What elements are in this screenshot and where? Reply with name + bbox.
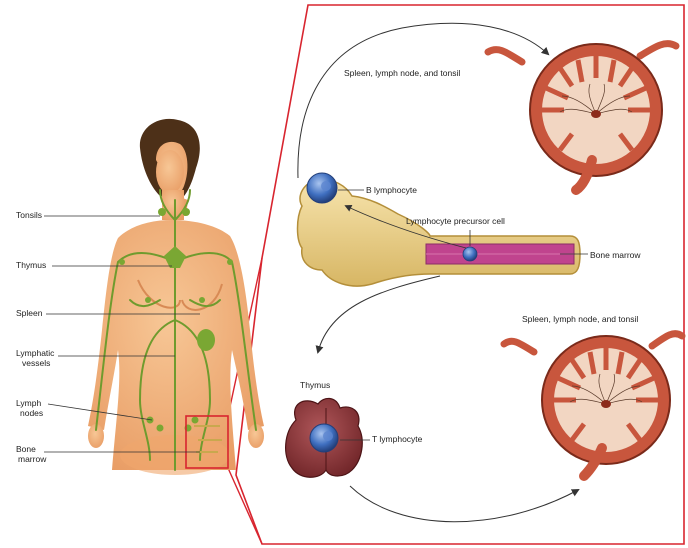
zoom-connector-bottom: [228, 468, 262, 544]
label-lymphatic-line1: Lymphatic: [16, 348, 55, 358]
label-thymus: Thymus: [16, 260, 46, 270]
label-b-lymphocyte: B lymphocyte: [366, 185, 417, 195]
arrow-to-spleen-top: [298, 23, 548, 178]
label-thymus-panel: Thymus: [300, 380, 330, 390]
label-spleen: Spleen: [16, 308, 43, 318]
label-bone-marrow-body: Bone marrow: [16, 444, 47, 464]
label-tonsils: Tonsils: [16, 210, 42, 220]
label-bone-marrow-line2: marrow: [18, 454, 47, 464]
femur-bone: [298, 180, 581, 286]
spleen-cross-section-bottom: [504, 334, 682, 476]
t-lymphocyte-nucleus: [323, 431, 333, 441]
label-lymph-nodes-line2: nodes: [20, 408, 43, 418]
precursor-cell: [463, 247, 477, 261]
spleen-cross-section-top: [488, 44, 676, 190]
label-lymphatic-vessels: Lymphatic vessels: [16, 348, 57, 368]
label-lymph-nodes: Lymph nodes: [16, 398, 44, 418]
arrow-to-thymus: [318, 276, 440, 352]
label-t-lymphocyte: T lymphocyte: [372, 434, 423, 444]
label-bone-marrow-line1: Bone: [16, 444, 36, 454]
b-lymphocyte-nucleus: [321, 181, 331, 191]
label-spleen-bottom: Spleen, lymph node, and tonsil: [522, 314, 638, 324]
label-spleen-top: Spleen, lymph node, and tonsil: [344, 68, 460, 78]
label-lymphocyte-precursor: Lymphocyte precursor cell: [406, 216, 505, 226]
label-bone-marrow-panel: Bone marrow: [590, 250, 641, 260]
label-lymphatic-line2: vessels: [22, 358, 50, 368]
arrow-to-spleen-bottom: [350, 486, 578, 522]
label-lymph-nodes-line1: Lymph: [16, 398, 41, 408]
